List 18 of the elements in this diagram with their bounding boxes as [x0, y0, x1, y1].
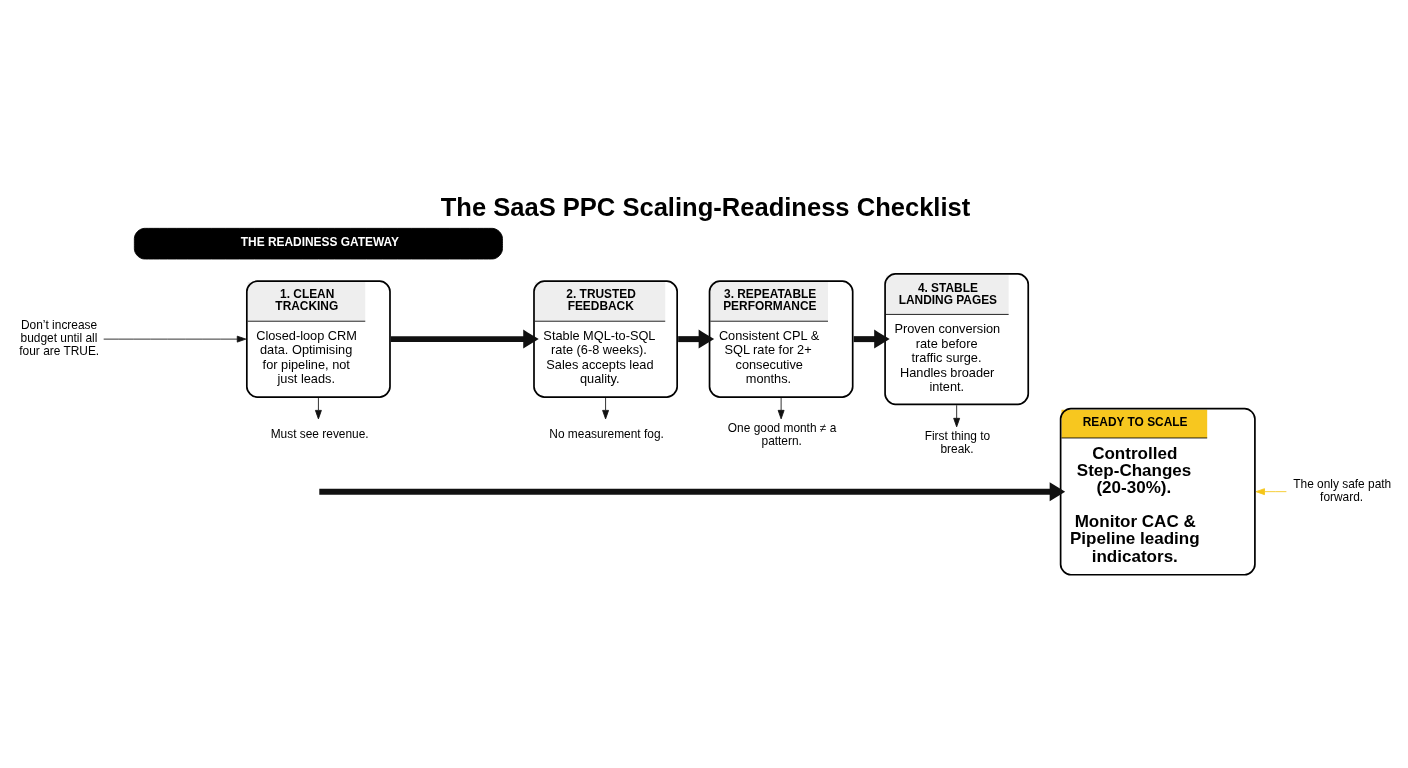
arrow: [390, 329, 539, 349]
node-text: Must see revenue.: [270, 426, 369, 441]
arrow: [1255, 487, 1287, 495]
node-text: First thing to break.: [924, 428, 991, 456]
node-text: Don’t increase budget until all four are TRUE.: [19, 317, 100, 358]
arrow: [777, 397, 785, 419]
arrow: [953, 404, 961, 427]
node-text: No measurement fog.: [549, 426, 664, 441]
node-text: The only safe path forward.: [1293, 476, 1392, 504]
node-box: THE READINESS GATEWAY: [133, 227, 503, 259]
arrow: [602, 397, 609, 419]
arrow: [319, 481, 1066, 501]
arrow: [315, 397, 322, 419]
arrow: [678, 329, 715, 349]
node-text: One good month ≠ a pattern.: [727, 420, 837, 448]
arrow: [103, 335, 247, 343]
diagram-title: The SaaS PPC Scaling-Readiness Checklist: [440, 192, 971, 221]
arrow: [853, 329, 890, 349]
